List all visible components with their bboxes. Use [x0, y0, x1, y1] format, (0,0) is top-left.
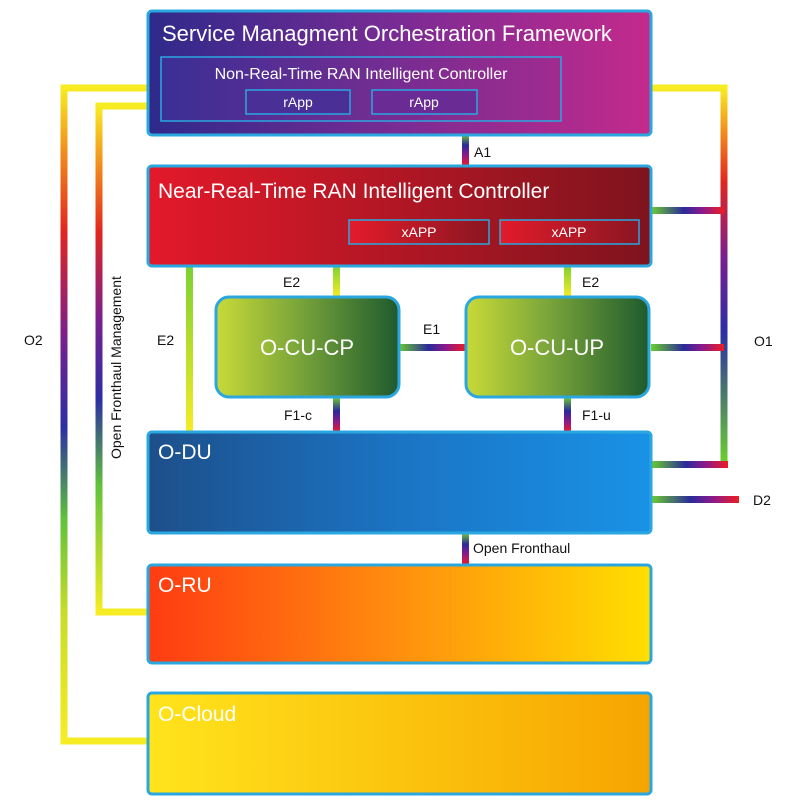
rapp-label: rApp	[283, 94, 313, 110]
e1-interface-line	[398, 344, 466, 351]
o2-interface-line	[60, 84, 148, 745]
o-du-block: O-DU	[146, 430, 653, 535]
d2-interface-line	[651, 496, 739, 503]
e1-label: E1	[423, 321, 440, 337]
o-ru-title: O-RU	[158, 574, 212, 597]
o-ru-block: O-RU	[146, 563, 653, 665]
f1-c-line	[333, 397, 340, 432]
open-fronthaul-line	[462, 533, 469, 565]
smo-title: Service Managment Orchestration Framewor…	[162, 21, 613, 46]
e2-up-line	[564, 265, 571, 297]
open-fronthaul-management-label: Open Fronthaul Management	[108, 276, 124, 459]
o-du-title: O-DU	[158, 441, 212, 464]
o1-interface-line	[648, 84, 728, 468]
e2-cp-label: E2	[283, 274, 300, 290]
d2-label: D2	[753, 492, 771, 508]
o-cloud-title: O-Cloud	[158, 703, 236, 726]
e2-du-line	[186, 265, 193, 433]
rapp-label: rApp	[409, 94, 439, 110]
a1-label: A1	[474, 144, 491, 160]
near-rt-ric-block: Near-Real-Time RAN Intelligent Controlle…	[146, 164, 653, 268]
smo-block: Service Managment Orchestration Framewor…	[146, 9, 653, 137]
o-cloud-block: O-Cloud	[146, 691, 653, 796]
a1-interface-line	[462, 134, 469, 166]
e2-up-label: E2	[582, 274, 599, 290]
o-cu-up-title: O-CU-UP	[510, 335, 604, 360]
open-fronthaul-label: Open Fronthaul	[473, 540, 570, 556]
e2-cp-line	[333, 265, 340, 297]
rapp-box[interactable]: rApp	[371, 89, 478, 115]
non-rt-ric-title: Non-Real-Time RAN Intelligent Controller	[215, 66, 509, 83]
f1-c-label: F1-c	[284, 407, 312, 423]
xapp-box[interactable]: xAPP	[348, 219, 490, 245]
o-cu-cp-title: O-CU-CP	[260, 335, 354, 360]
f1-u-label: F1-u	[582, 407, 611, 423]
o1-label: O1	[754, 333, 773, 349]
e2-du-label: E2	[157, 332, 174, 348]
o-cu-cp-block: O-CU-CP	[214, 295, 401, 399]
non-rt-ric-block: Non-Real-Time RAN Intelligent Controller…	[160, 56, 562, 122]
xapp-box[interactable]: xAPP	[499, 219, 640, 245]
open-fronthaul-management-line	[95, 102, 148, 616]
near-rt-ric-title: Near-Real-Time RAN Intelligent Controlle…	[158, 180, 549, 203]
xapp-label: xAPP	[401, 224, 436, 240]
rapp-box[interactable]: rApp	[245, 89, 351, 115]
f1-u-line	[564, 397, 571, 432]
o-cu-up-block: O-CU-UP	[464, 295, 651, 399]
o2-label: O2	[24, 332, 43, 348]
xapp-label: xAPP	[551, 224, 586, 240]
